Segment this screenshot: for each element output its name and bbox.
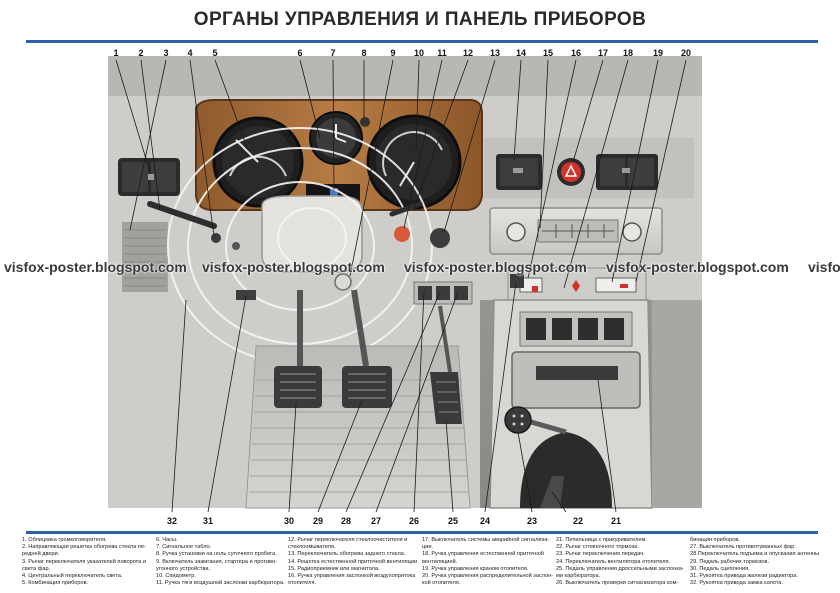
heater-arrows-icon: [572, 280, 580, 292]
legend-item: 7. Сигнальное табло.: [156, 544, 212, 551]
hood-release-icon: [236, 290, 256, 300]
top-rule: [26, 40, 818, 43]
gear-boot-icon: [520, 432, 612, 508]
wiper-lever-icon: [389, 201, 423, 217]
center-vent-icon: [496, 154, 542, 190]
legend-item: 17. Выключатель системы аварийной сигнал…: [422, 537, 550, 543]
legend-item: вентиляцией.: [422, 558, 458, 565]
legend-item: стеклоомывателя.: [288, 544, 336, 551]
legend-item: 8. Ручка установки на ноль суточного про…: [156, 551, 277, 558]
ashtray-icon: [511, 351, 641, 409]
watermark-4: visfox-poster.blogspot.com: [606, 259, 789, 275]
legend-item: 1. Облицовка громкоговорителя.: [22, 537, 107, 543]
legend-item: 29. Педаль рабочих тормозов.: [690, 558, 770, 565]
legend-item: угонного устройства.: [156, 565, 211, 572]
brake-arm-icon: [351, 289, 369, 367]
left-vent-icon: [118, 158, 180, 196]
legend-column-6: бинации приборов. 27. Выключатель против…: [690, 537, 822, 587]
brake-pedal-icon: [342, 366, 392, 408]
top-leader-lines: [115, 59, 687, 289]
watermark-2: visfox-poster.blogspot.com: [202, 259, 385, 275]
legend-item: 6. Часы.: [156, 537, 178, 543]
legend-column-5: 21. Пепельница с прикуривателем. 22. Рыч…: [556, 537, 690, 587]
legend-item: 24. Переключатель вентилятора отопителя.: [556, 558, 671, 565]
radio-left-knob-icon: [506, 222, 526, 242]
legend-item: 21. Пепельница с прикуривателем.: [556, 537, 647, 543]
legend-item: 31. Рукоятка привода жалюзи радиатора.: [690, 573, 798, 580]
right-footwell: [652, 300, 702, 508]
speaker-grille-icon: [122, 222, 168, 292]
legend-item: кой отопителя.: [422, 580, 461, 587]
legend-item: 22. Рычаг стояночного тормоза.: [556, 544, 639, 551]
trip-reset-knob-icon: [360, 117, 370, 127]
legend-item: 15. Радиоприемник или магнитола.: [288, 565, 380, 572]
legend-column-4: 17. Выключатель системы аварийной сигнал…: [422, 537, 556, 587]
legend-item: ции.: [422, 544, 434, 551]
speedometer-icon: [366, 114, 462, 210]
radio-right-knob-icon: [622, 222, 642, 242]
choke-knob-icon: [394, 226, 410, 242]
legend-item: 13. Переключатель обогрева заднего стекл…: [288, 551, 406, 558]
heater-red-slider-icon: [532, 286, 538, 292]
watermark-3: visfox-poster.blogspot.com: [404, 259, 587, 275]
legend-item: 11. Ручка тяги воздушной заслонки карбюр…: [156, 580, 285, 587]
legend-item: 14. Решетка естественной приточной венти…: [288, 558, 418, 565]
console-switch-block-icon: [519, 311, 633, 347]
legend-item: 19. Ручка управления краном отопителя.: [422, 565, 529, 572]
legend-item: 5. Комбинация приборов.: [22, 580, 89, 587]
legend-item: 20. Ручка управления распределительной з…: [422, 573, 554, 580]
legend-column-3: 12. Рычаг переключателя стеклоочистителя…: [288, 537, 422, 587]
throttle-arm-icon: [438, 305, 452, 373]
legend-item: 3. Рычаг переключателя указателей поворо…: [22, 558, 146, 565]
legend-item: 4. Центральный переключатель света.: [22, 573, 123, 580]
steering-column-shroud: [261, 195, 363, 273]
legend-item: 10. Спидометр.: [156, 573, 196, 580]
turn-signal-lever-icon: [147, 201, 217, 229]
right-vent-icon: [596, 154, 658, 190]
switch-row-icon: [413, 274, 524, 305]
legend-item: 23. Рычаг переключения передач.: [556, 551, 645, 558]
legend: 1. Облицовка громкоговорителя. 2. Направ…: [22, 537, 822, 591]
throttle-pedal-icon: [430, 372, 462, 424]
legend-item: 2. Направляющая решетка обогрева стекла …: [22, 544, 146, 551]
legend-item: 32. Рукоятка привода замка капота.: [690, 580, 784, 587]
legend-item: 16. Ручка управления заслонкой воздухопр…: [288, 573, 416, 580]
legend-column-2: 6. Часы. 7. Сигнальное табло. 8. Ручка у…: [156, 537, 288, 587]
watermark-1: visfox-poster.blogspot.com: [4, 259, 187, 275]
ignition-switch-icon: [334, 273, 352, 291]
bottom-rule: [26, 531, 818, 534]
dash-top-pad: [108, 56, 702, 96]
legend-item: 26. Выключатель проверки сигнализатора к…: [556, 580, 679, 587]
clutch-pedal-icon: [274, 366, 322, 408]
legend-item: 18. Ручка управления естественной приточ…: [422, 551, 544, 558]
bottom-leader-lines: [171, 281, 617, 513]
legend-item: ми карбюратора.: [556, 573, 601, 580]
legend-item: 27. Выключатель противотуманных фар.: [690, 544, 796, 551]
hazard-switch-icon: [557, 158, 585, 186]
legend-item: 30. Педаль сцепления.: [690, 565, 750, 572]
legend-column-1: 1. Облицовка громкоговорителя. 2. Направ…: [22, 537, 152, 587]
legend-item: 28.Переключатель подъема и опускания ант…: [690, 551, 820, 558]
legend-item: света фар.: [22, 565, 51, 572]
legend-item: отопителя.: [288, 580, 317, 587]
legend-item: бинации приборов.: [690, 537, 740, 543]
legend-item: 12. Рычаг переключателя стеклоочистителя…: [288, 537, 408, 543]
legend-item: 25. Педаль управления дроссельными засло…: [556, 565, 684, 572]
legend-item: редней двери.: [22, 551, 60, 558]
legend-item: 9. Включатель зажигания, стартера и прот…: [156, 558, 277, 565]
poster-title: ОРГАНЫ УПРАВЛЕНИЯ И ПАНЕЛЬ ПРИБОРОВ: [193, 9, 647, 30]
gear-knob-icon: [504, 406, 532, 434]
light-switch-knob-icon: [211, 233, 221, 243]
watermark-5: visfo: [808, 259, 840, 275]
rear-defrost-switch-icon: [430, 228, 450, 248]
